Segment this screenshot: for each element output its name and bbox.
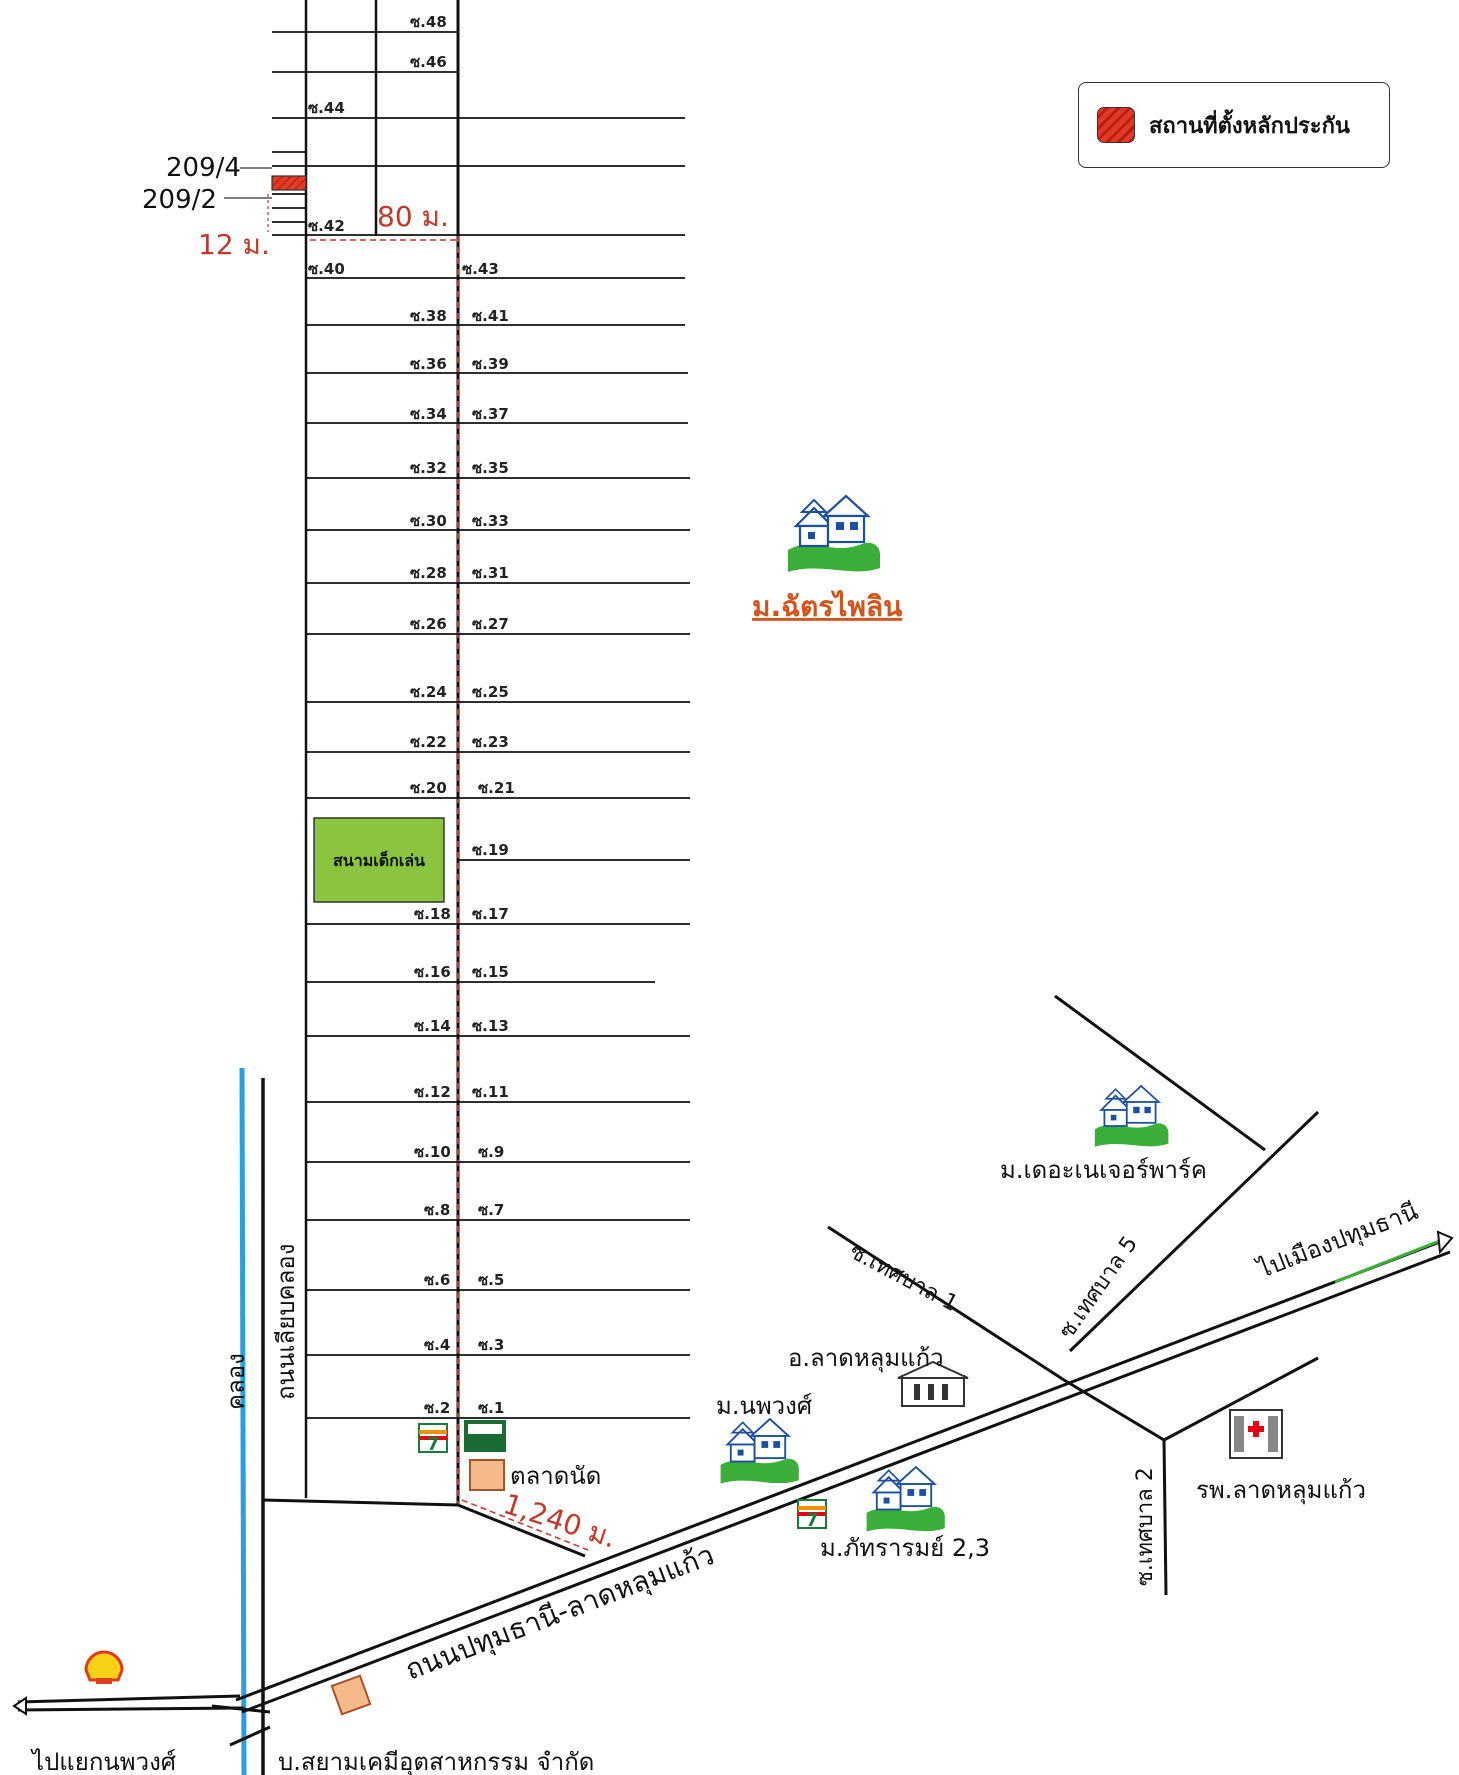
distance-width: 12 ม. [198, 228, 270, 261]
village-house-icon [786, 494, 882, 574]
hospital-label: รพ.ลาดหลุมแก้ว [1196, 1476, 1366, 1505]
main-highway [235, 1238, 1451, 1714]
soi-label: ซ.10 [414, 1143, 451, 1161]
soi-label: ซ.13 [472, 1017, 509, 1035]
legend-swatch-icon [1097, 107, 1135, 143]
seven-eleven-icon: 7 [797, 1499, 827, 1531]
thesaban2-label: ซ.เทศบาล 2 [1133, 1467, 1158, 1586]
village-house-icon [1093, 1085, 1170, 1148]
soi-label: ซ.8 [424, 1201, 450, 1219]
legend-label: สถานที่ตั้งหลักประกัน [1149, 113, 1350, 139]
soi-label: ซ.24 [410, 683, 447, 701]
company-label: บ.สยามเคมีอุตสาหกรรม จำกัด [278, 1748, 594, 1775]
village-phattharam-label: ม.ภัทรารมย์ 2,3 [820, 1534, 990, 1562]
collateral-plot[interactable] [271, 175, 307, 191]
soi-label: ซ.35 [472, 459, 509, 477]
canal-line [239, 1067, 247, 1775]
soi-label: ซ.18 [414, 905, 451, 923]
distance-offset: 80 ม. [377, 200, 449, 233]
soi-label: ซ.40 [308, 260, 345, 278]
soi-label: ซ.19 [472, 841, 509, 859]
soi-label: ซ.11 [472, 1083, 509, 1101]
soi-label: ซ.30 [410, 512, 447, 530]
village-nature-park-label: ม.เดอะเนเจอร์พาร์ค [1000, 1156, 1207, 1184]
soi-label: ซ.1 [478, 1399, 504, 1417]
hospital-icon [1229, 1409, 1283, 1459]
plot-label-upper: 209/4 [166, 153, 241, 183]
bottom-road-spur [229, 1725, 271, 1747]
soi-label: ซ.43 [462, 260, 499, 278]
canal-label: คลอง [222, 1353, 250, 1410]
village-house-icon [719, 1418, 800, 1485]
soi-label: ซ.39 [472, 355, 509, 373]
soi-label: ซ.28 [410, 564, 447, 582]
soi-label: ซ.42 [308, 217, 345, 235]
soi-label: ซ.5 [478, 1271, 504, 1289]
company-icon [330, 1674, 372, 1716]
soi-label: ซ.34 [410, 405, 447, 423]
village-house-icon [865, 1466, 946, 1533]
arrow-west-icon [12, 1696, 27, 1716]
soi-label: ซ.36 [410, 355, 447, 373]
legend-box: สถานที่ตั้งหลักประกัน [1078, 82, 1390, 168]
soi-label: ซ.41 [472, 307, 509, 325]
district-office-label: อ.ลาดหลุมแก้ว [788, 1344, 944, 1373]
plot-label-lower: 209/2 [142, 185, 217, 215]
soi-labels-left: ซ.48 ซ.46 ซ.44 ซ.42 ซ.40 ซ.38 ซ.36 ซ.34 … [308, 13, 451, 1417]
soi-label: ซ.20 [410, 779, 447, 797]
soi-label: ซ.21 [478, 779, 515, 797]
soi-label: ซ.46 [410, 53, 447, 71]
soi-label: ซ.22 [410, 733, 447, 751]
canal-road-label: ถนนเลียบคลอง [272, 1244, 300, 1400]
playground-area [313, 817, 445, 903]
soi-label: ซ.3 [478, 1336, 504, 1354]
soi-label: ซ.14 [414, 1017, 451, 1035]
village-chattraipailin-label: ม.ฉัตรไพลิน [752, 590, 902, 623]
district-office-icon [897, 1360, 969, 1407]
soi-label: ซ.27 [472, 615, 509, 633]
soi-label: ซ.26 [410, 615, 447, 633]
soi-label: ซ.44 [308, 99, 345, 117]
soi-label: ซ.9 [478, 1143, 504, 1161]
soi-label: ซ.31 [472, 564, 509, 582]
soi-label: ซ.25 [472, 683, 509, 701]
soi-label: ซ.12 [414, 1083, 451, 1101]
to-noppawong-label: ไปแยกนพวงศ์ [30, 1748, 176, 1775]
soi-label: ซ.2 [424, 1399, 450, 1417]
soi-label: ซ.32 [410, 459, 447, 477]
tesco-lotus-icon [464, 1420, 506, 1452]
svg-text:7: 7 [806, 1510, 819, 1531]
soi-lines [272, 31, 690, 1419]
arrow-east-icon [1436, 1230, 1454, 1255]
soi-label: ซ.6 [424, 1271, 450, 1289]
seven-eleven-icon: 7 [418, 1423, 448, 1455]
soi-label: ซ.48 [410, 13, 447, 31]
market-icon [469, 1459, 505, 1491]
soi-label: ซ.15 [472, 963, 509, 981]
market-label: ตลาดนัด [510, 1462, 601, 1490]
main-road-label: ถนนปทุมธานี-ลาดหลุมแก้ว [401, 1538, 719, 1687]
thesaban1-label: ซ.เทศบาล 1 [845, 1239, 962, 1317]
market-connector [457, 1503, 586, 1558]
soi-label: ซ.23 [472, 733, 509, 751]
soi-label: ซ.7 [478, 1201, 504, 1219]
shell-station-icon [84, 1650, 124, 1684]
village-napawong-label: ม.นพวงศ์ [716, 1392, 812, 1420]
soi-label: ซ.16 [414, 963, 451, 981]
soi-label: ซ.4 [424, 1336, 450, 1354]
right-roads [827, 994, 1320, 1596]
soi-label: ซ.38 [410, 307, 447, 325]
trunk-bottom [262, 1498, 459, 1507]
soi-label: ซ.37 [472, 405, 509, 423]
west-road [17, 1694, 271, 1714]
svg-text:7: 7 [427, 1434, 440, 1455]
playground-label: สนามเด็กเล่น [333, 849, 425, 870]
soi-label: ซ.33 [472, 512, 509, 530]
market-distance-dash [461, 1499, 589, 1551]
soi-labels-right: ซ.43 ซ.41 ซ.39 ซ.37 ซ.35 ซ.33 ซ.31 ซ.27 … [462, 260, 515, 1417]
soi-label: ซ.17 [472, 905, 509, 923]
thesaban5-label: ซ.เทศบาล 5 [1054, 1232, 1143, 1344]
